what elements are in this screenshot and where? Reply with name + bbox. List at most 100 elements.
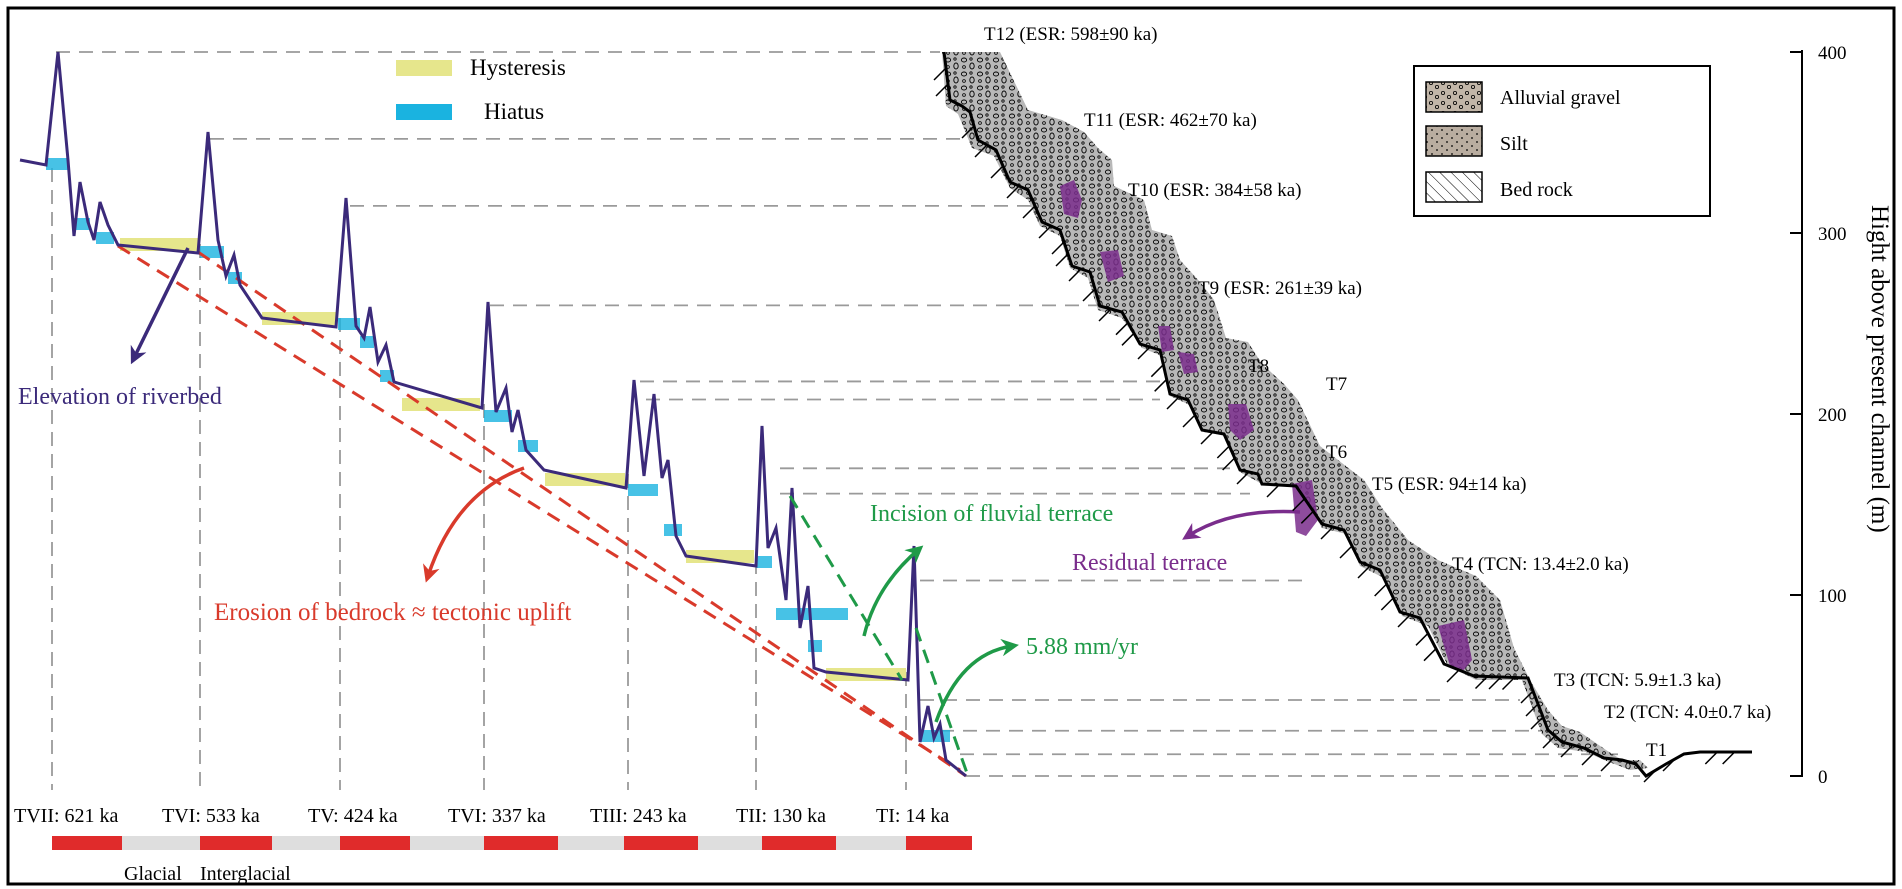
period-label: TII: 130 ka — [736, 805, 826, 827]
hysteresis-label: Hysteresis — [470, 55, 566, 80]
hatch-tick — [933, 67, 947, 81]
residual-annotation: Residual terrace — [1072, 550, 1227, 576]
interglacial-segment — [836, 836, 906, 850]
hatch-tick — [1216, 445, 1230, 459]
bedrock-surface — [942, 51, 1752, 778]
residual-patch — [1060, 180, 1082, 218]
period-label: TI: 14 ka — [876, 805, 949, 827]
glacial-segment — [762, 836, 836, 850]
hatch-tick — [1704, 751, 1718, 765]
hatch-tick — [1581, 752, 1595, 766]
terrace-label: T10 (ESR: 384±58 ka) — [1128, 180, 1302, 201]
gravel-swatch — [1425, 81, 1483, 113]
terrace-label: T11 (ESR: 462±70 ka) — [1084, 110, 1257, 131]
hatch-tick — [1022, 205, 1036, 219]
hatch-tick — [1082, 288, 1096, 302]
axis-title: Hight above present channel (m) — [1866, 205, 1893, 533]
legend-top: Hysteresis Hiatus — [396, 55, 566, 124]
erosion-annotation: Erosion of bedrock ≈ tectonic uplift — [214, 599, 571, 626]
hatch-tick — [1166, 396, 1180, 410]
period-label: TIII: 243 ka — [590, 805, 687, 827]
hatch-tick — [1320, 526, 1334, 540]
hatch-tick — [1397, 614, 1411, 628]
hatch-tick — [1236, 471, 1250, 485]
residual-patch — [1228, 404, 1254, 440]
glacial-segment — [340, 836, 410, 850]
hiatus-bar — [380, 370, 394, 382]
glacial-segment — [906, 836, 972, 850]
terrace-label: T9 (ESR: 261±39 ka) — [1198, 278, 1362, 299]
hatch-tick — [1560, 744, 1574, 758]
terrace-label: T3 (TCN: 5.9±1.3 ka) — [1554, 670, 1721, 691]
hiatus-bar — [628, 484, 658, 496]
hysteresis-swatch — [396, 60, 452, 76]
hatch-tick — [1722, 751, 1736, 765]
residual-terrace-patches — [1060, 180, 1472, 672]
interglacial-segment — [272, 836, 340, 850]
hatch-tick — [1446, 669, 1460, 683]
glacial-segment — [200, 836, 272, 850]
hatch-tick — [935, 83, 949, 97]
terrace-label: T6 — [1326, 442, 1347, 463]
hatch-tick — [1530, 716, 1544, 730]
incision-arrow — [862, 545, 924, 637]
hatch-tick — [1488, 676, 1502, 690]
period-label: TVI: 337 ka — [448, 805, 546, 827]
residual-patch — [1100, 250, 1124, 282]
hatch-tick — [1266, 484, 1280, 498]
hatch-tick — [1200, 431, 1214, 445]
glacial-segment — [52, 836, 122, 850]
terrace-deposits — [942, 52, 1648, 770]
hatch-tick — [1374, 583, 1388, 597]
hatch-tick — [1423, 648, 1437, 662]
riverbed-profile — [19, 51, 967, 778]
erosion-arrow — [423, 466, 525, 583]
hatch-tick — [961, 125, 975, 139]
residual-patch — [1438, 620, 1472, 672]
terrace-label: T7 — [1326, 374, 1347, 395]
period-label: TVI: 533 ka — [162, 805, 260, 827]
hiatus-bar — [776, 608, 848, 620]
hatch-tick — [974, 144, 988, 158]
terrace-label: T12 (ESR: 598±90 ka) — [984, 24, 1158, 45]
hatch-tick — [1137, 346, 1151, 360]
hatch-tick — [1292, 498, 1306, 512]
hiatus-bar — [96, 232, 114, 244]
residual-patch — [1158, 326, 1174, 352]
hatch-tick — [1415, 632, 1429, 646]
hiatus-bar — [756, 556, 772, 568]
riverbed-arrow — [130, 247, 190, 365]
bedrock-label: Bed rock — [1500, 179, 1573, 201]
silt-label: Silt — [1500, 133, 1528, 155]
hiatus-swatch — [396, 104, 452, 120]
hatch-tick — [1501, 676, 1516, 691]
glacial-cycle-bar — [52, 836, 972, 850]
hatch-tick — [1380, 597, 1394, 611]
axis-tick-label: 300 — [1818, 224, 1847, 245]
terrace-label: T1 — [1646, 740, 1667, 761]
hatch-tick — [990, 165, 1004, 179]
period-label: TV: 424 ka — [308, 805, 398, 827]
height-guide-lines — [56, 51, 1640, 777]
incision-annotation: Incision of fluvial terrace — [870, 501, 1113, 527]
gravel-label: Alluvial gravel — [1500, 87, 1621, 109]
hatch-tick — [1006, 185, 1020, 199]
hatch-tick — [1600, 758, 1614, 772]
hatch-tick — [1662, 758, 1676, 772]
hatch-tick — [1068, 268, 1082, 282]
hiatus-bar — [808, 640, 822, 652]
interglacial-segment — [698, 836, 762, 850]
rate-arrow — [934, 638, 1019, 723]
hatch-tick — [1520, 690, 1534, 704]
hatch-tick — [1038, 225, 1052, 239]
figure-frame — [6, 6, 1896, 886]
hatch-tick — [1051, 241, 1065, 255]
bedrock-hatch-ticks — [933, 67, 1736, 783]
hatch-tick — [1643, 769, 1657, 783]
hiatus-bars — [46, 158, 950, 742]
hatch-tick — [1115, 322, 1129, 336]
terrace-label: T5 (ESR: 94±14 ka) — [1372, 474, 1527, 495]
hatch-tick — [1525, 703, 1539, 717]
